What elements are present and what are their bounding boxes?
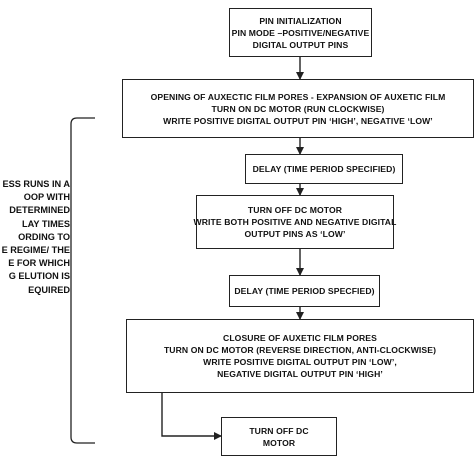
step-line: NEGATIVE DIGITAL OUTPUT PIN ‘HIGH’ bbox=[217, 369, 383, 379]
step-line: DELAY (TIME PERIOD SPECIFIED) bbox=[252, 164, 396, 174]
loop-bracket bbox=[70, 117, 95, 444]
step-turn-off-motor-2: TURN OFF DC MOTOR bbox=[221, 417, 337, 456]
note-line: G ELUTION IS bbox=[8, 271, 70, 282]
step-line: TURN ON DC MOTOR (RUN CLOCKWISE) bbox=[211, 103, 385, 114]
step-line: DELAY (TIME PERIOD SPECFIED) bbox=[234, 286, 375, 296]
step-line: TURN ON DC MOTOR (REVERSE DIRECTION, ANT… bbox=[163, 345, 437, 355]
note-line: E REGIME/ THE bbox=[1, 245, 70, 256]
step-line: TURN OFF DC MOTOR bbox=[247, 205, 343, 215]
note-line: DETERMINED bbox=[9, 205, 70, 216]
step-line: OPENING OF AUXECTIC FILM PORES - EXPANSI… bbox=[150, 91, 446, 102]
step-line: CLOSURE OF AUXETIC FILM PORES bbox=[223, 333, 377, 343]
step-turn-off-motor-1: TURN OFF DC MOTOR WRITE BOTH POSITIVE AN… bbox=[193, 195, 397, 249]
step-line: WRITE BOTH POSITIVE AND NEGATIVE DIGITAL bbox=[193, 217, 397, 227]
step-close-pores: CLOSURE OF AUXETIC FILM PORES TURN ON DC… bbox=[126, 319, 474, 393]
note-line: ESS RUNS IN A bbox=[2, 179, 70, 189]
step-delay-1: DELAY (TIME PERIOD SPECIFIED) bbox=[245, 154, 403, 184]
note-line: ORDING TO bbox=[18, 231, 70, 242]
step-line: WRITE POSITIVE DIGITAL OUTPUT PIN ‘HIGH’… bbox=[163, 115, 433, 126]
note-line: LAY TIMES bbox=[22, 218, 70, 229]
loop-note: ESS RUNS IN A OOP WITH DETERMINED LAY TI… bbox=[0, 178, 70, 297]
step-line: OUTPUT PINS AS ‘LOW’ bbox=[244, 229, 346, 239]
step-line: PIN MODE –POSITIVE/NEGATIVE bbox=[231, 27, 370, 38]
note-line: E FOR WHICH bbox=[8, 258, 70, 269]
step-line: TURN OFF DC bbox=[249, 425, 309, 436]
step-open-pores: OPENING OF AUXECTIC FILM PORES - EXPANSI… bbox=[122, 79, 474, 138]
step-line: MOTOR bbox=[262, 437, 296, 448]
step-line: DIGITAL OUTPUT PINS bbox=[252, 39, 349, 50]
step-pin-initialization: PIN INITIALIZATION PIN MODE –POSITIVE/NE… bbox=[229, 8, 372, 57]
step-line: WRITE POSITIVE DIGITAL OUTPUT PIN ‘LOW’, bbox=[203, 357, 397, 367]
arrow-close-to-off2 bbox=[161, 393, 222, 440]
note-line: OOP WITH bbox=[23, 192, 70, 203]
step-delay-2: DELAY (TIME PERIOD SPECFIED) bbox=[229, 275, 380, 307]
note-line: EQUIRED bbox=[28, 284, 70, 295]
step-line: PIN INITIALIZATION bbox=[259, 15, 342, 26]
